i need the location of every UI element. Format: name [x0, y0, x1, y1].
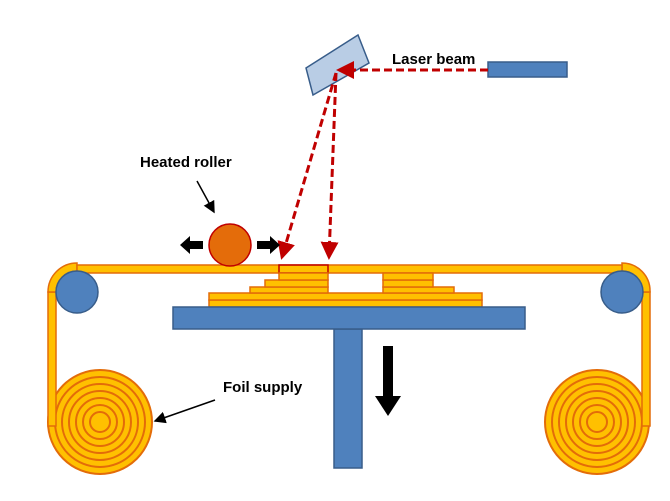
foil-supply-pointer — [153, 399, 216, 424]
foil-vertical-right — [641, 291, 651, 427]
laser-source — [487, 61, 568, 78]
build-platform — [172, 306, 526, 330]
label-laser-beam: Laser beam — [392, 51, 475, 68]
laser-beam-reflected-right — [320, 72, 339, 260]
platform-stem — [333, 328, 363, 469]
label-heated-roller: Heated roller — [140, 154, 232, 171]
arrow-right-icon — [257, 236, 280, 254]
laser-beam-reflected-left — [277, 72, 338, 260]
foil-spool-left — [47, 369, 153, 475]
arrow-left-icon — [180, 236, 203, 254]
guide-roller-left — [55, 270, 99, 314]
foil-spool-right — [544, 369, 650, 475]
foil-vertical-left — [47, 291, 57, 427]
label-foil-supply: Foil supply — [223, 379, 303, 396]
part-layers — [208, 272, 483, 308]
arrow-down-icon — [375, 346, 401, 416]
guide-roller-right — [600, 270, 644, 314]
foil-sheet-top — [76, 264, 623, 274]
mirror — [305, 33, 370, 97]
heated-roller — [208, 223, 252, 267]
heated-roller-pointer — [196, 180, 215, 214]
